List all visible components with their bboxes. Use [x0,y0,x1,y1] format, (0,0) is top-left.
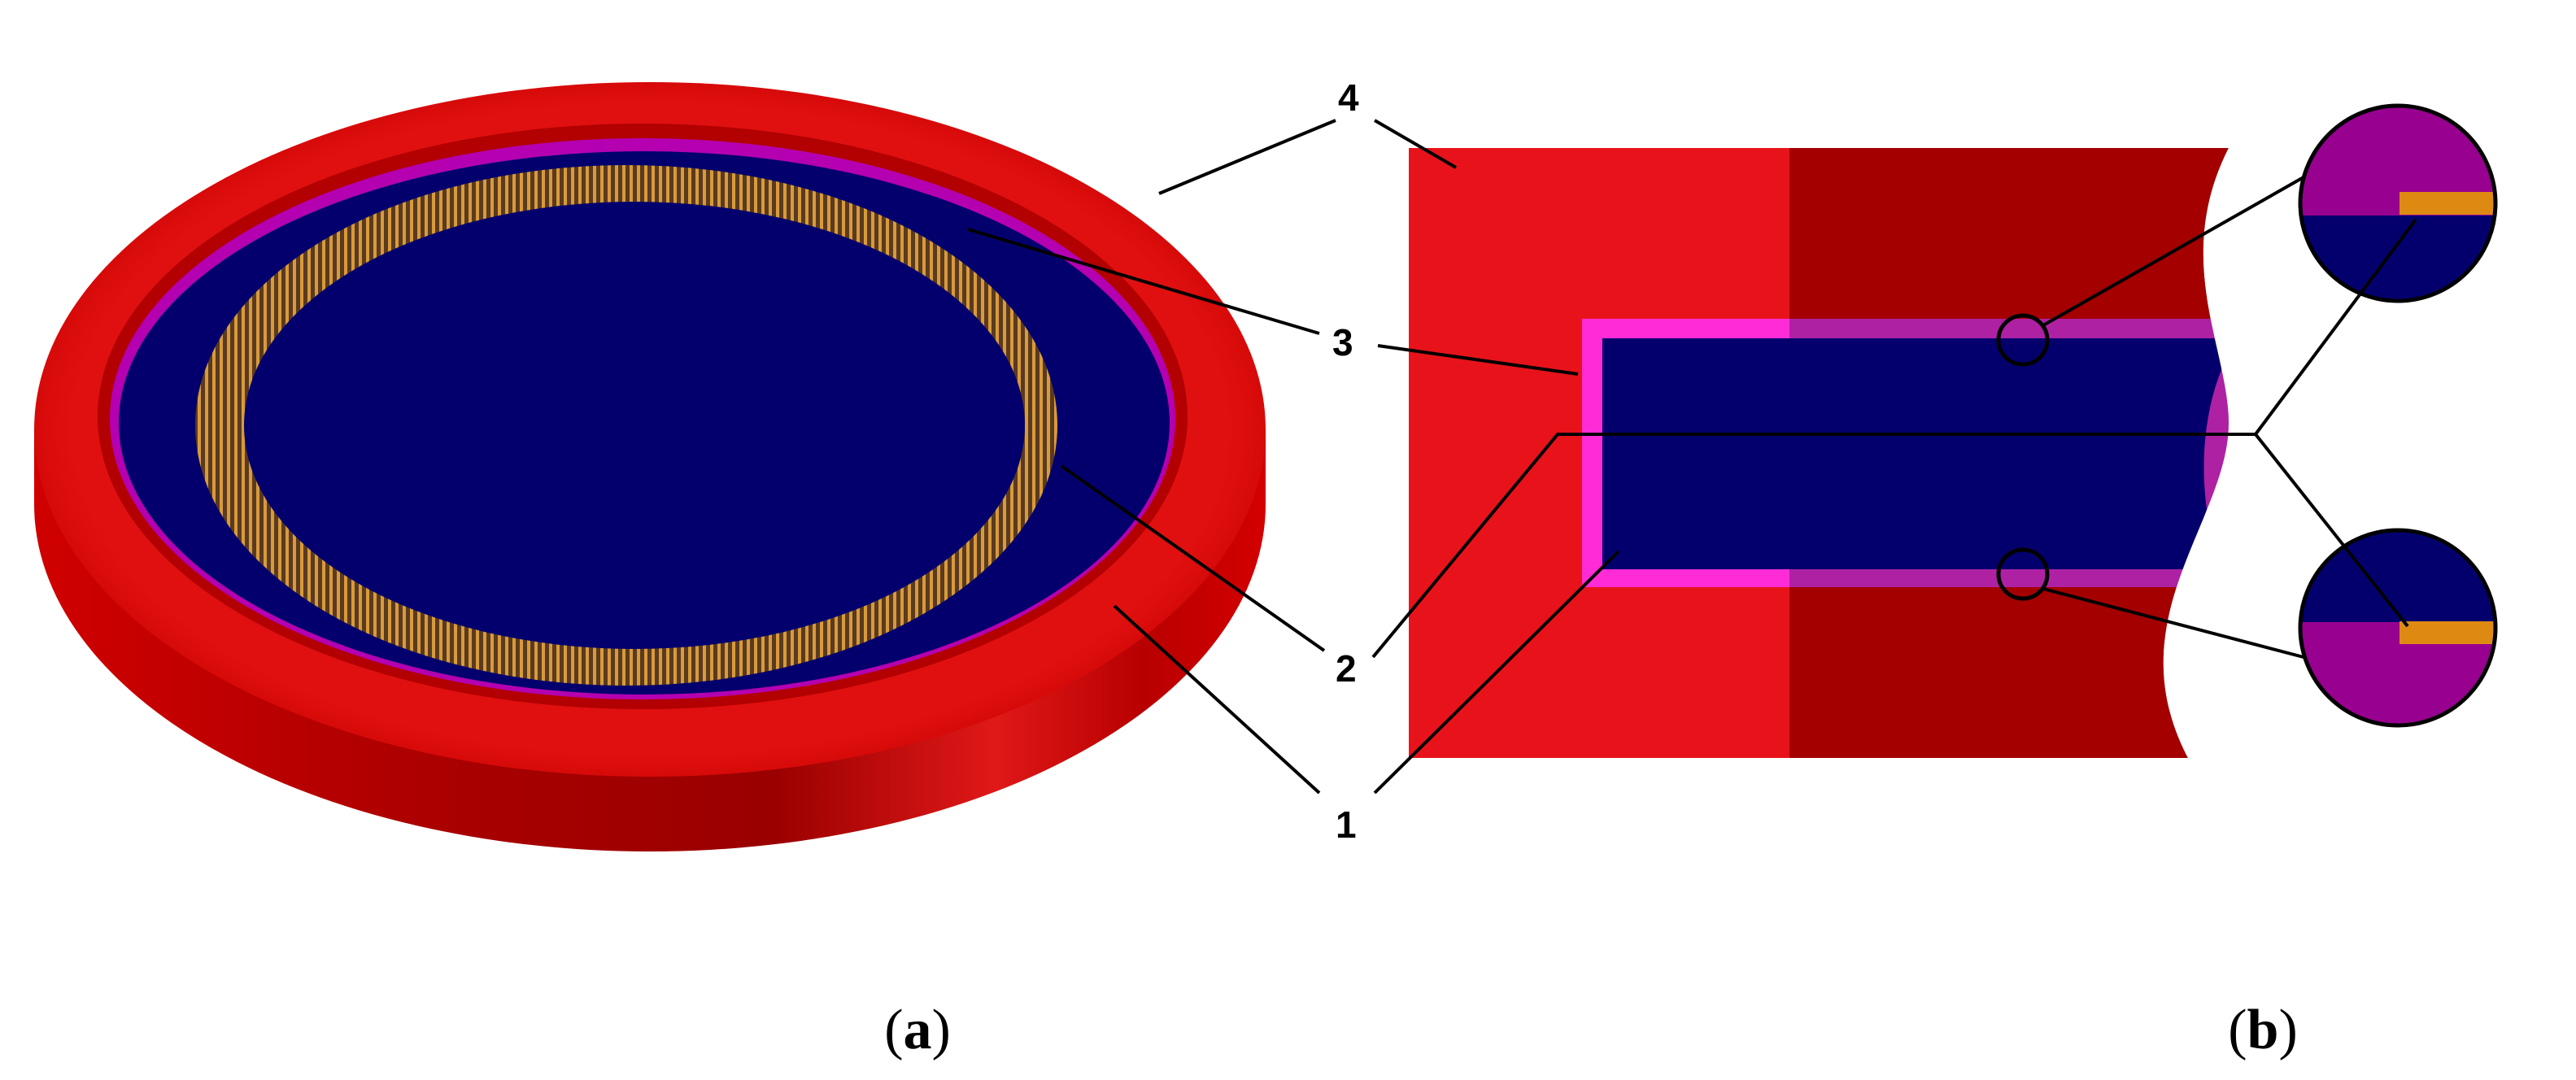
leader-lines [967,119,2417,795]
leader-4-to-disc [1158,119,1336,195]
leader-2-to-disc [1060,464,1326,652]
leader-2-to-inset-bottom [2254,433,2409,628]
winding-strip-top [2399,192,2495,215]
detail-marker-top [1996,313,2050,367]
leader-detail-bottom [2042,587,2304,659]
dielectric-bar [1602,338,2237,569]
panel-a-caption: (a) [884,999,951,1061]
panel-a-disc [34,82,1266,851]
leader-2-to-inset-top [2254,218,2417,436]
callout-2: 2 [1336,647,1357,690]
leader-1-to-section [1373,550,1620,795]
leader-4-to-section [1373,119,1458,169]
panel-b-caption: (b) [2228,999,2298,1061]
leader-detail-top [2042,176,2304,327]
inset-bottom [2298,528,2498,728]
callout-1: 1 [1336,803,1357,846]
leader-3-to-disc [967,228,1320,335]
callout-3: 3 [1332,321,1353,364]
winding-strip-bottom [2399,621,2495,644]
leader-3-to-section [1377,344,1579,376]
leader-1-to-disc [1113,604,1321,795]
cutaway-edge [2163,148,2277,758]
inner-core [244,202,1025,649]
detail-marker-bottom [1996,547,2050,601]
callout-4: 4 [1338,76,1359,119]
leader-2-to-section [1371,433,2256,659]
inset-top [2298,103,2498,303]
panel-b-cross-section [1409,148,2277,758]
